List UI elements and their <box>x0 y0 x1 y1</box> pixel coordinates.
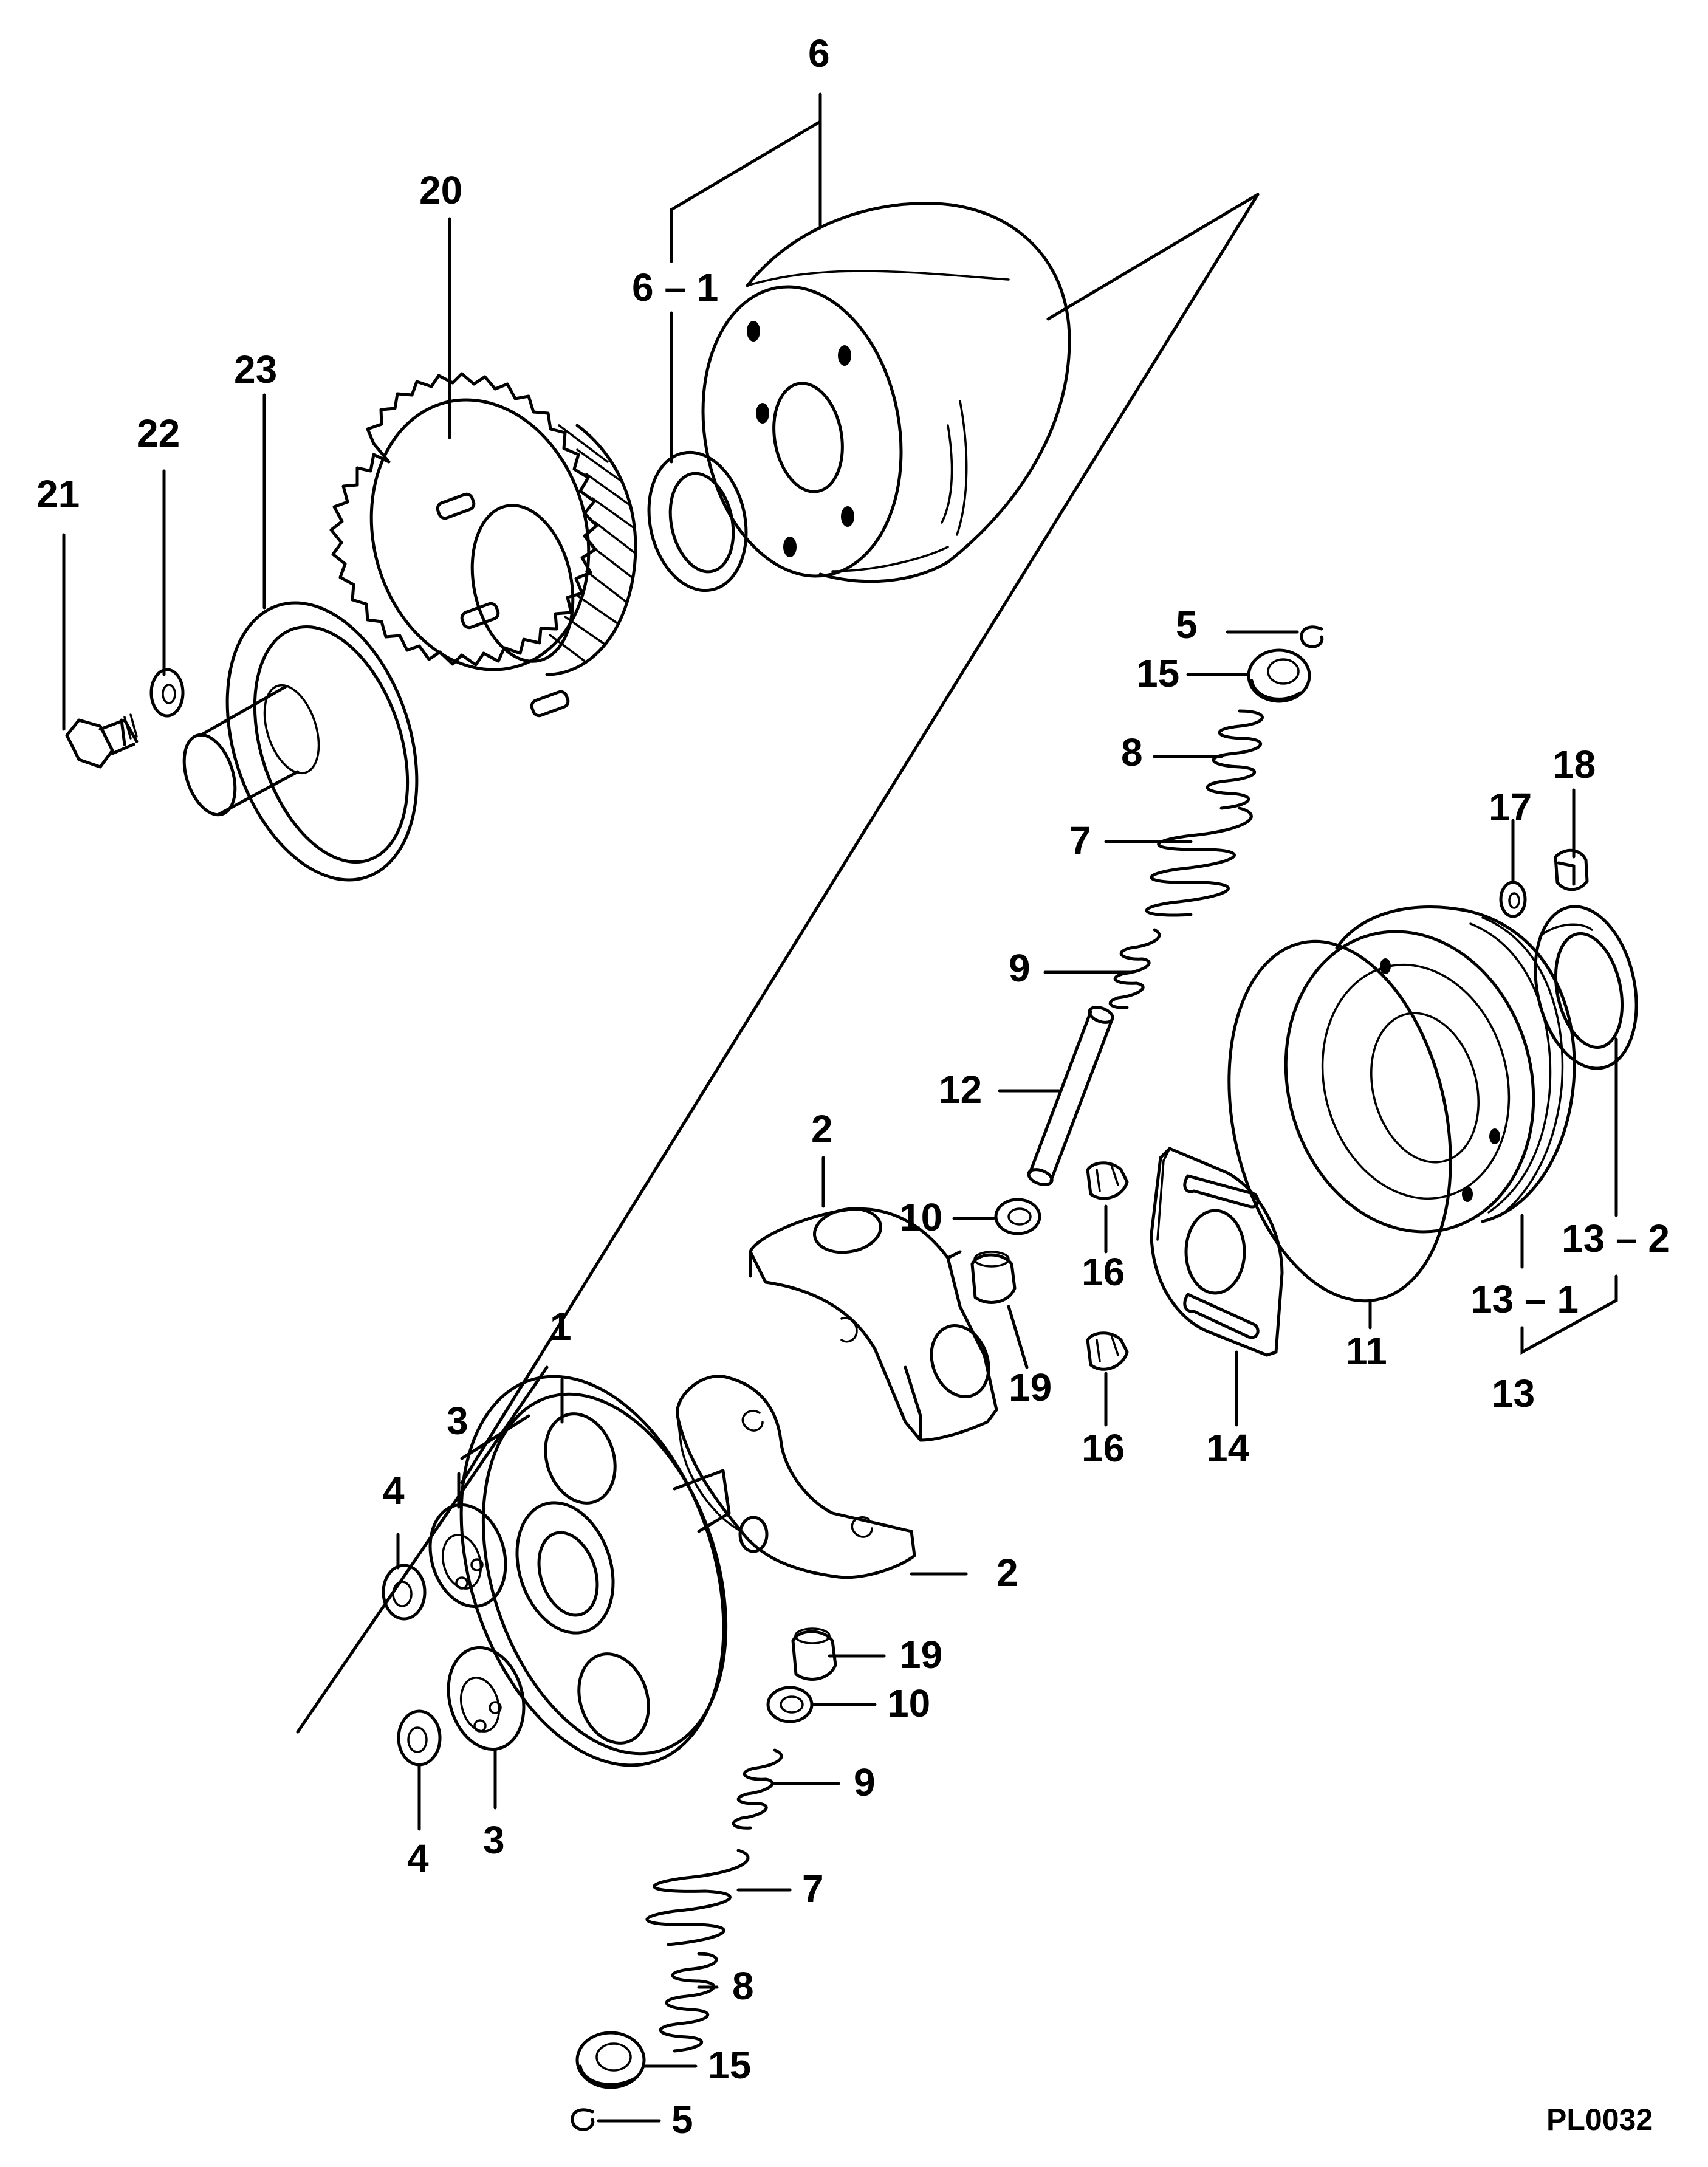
part-1-governor-holder <box>459 1375 731 1767</box>
part-15-spring-seat-top <box>1247 648 1311 703</box>
part-6-1-oil-seal <box>647 450 748 592</box>
callout-6-1: 6 – 1 <box>632 266 718 309</box>
callout-9-bottom: 9 <box>854 1760 876 1804</box>
callout-13-1: 13 – 1 <box>1470 1277 1579 1321</box>
figure-code: PL0032 <box>1546 2103 1653 2137</box>
callout-7-top: 7 <box>1069 819 1091 862</box>
part-20-helical-gear <box>329 372 637 718</box>
part-2-weight-top <box>749 1207 998 1442</box>
assembly-axis-lines <box>296 193 1260 1734</box>
part-5-circlip-top <box>1300 625 1324 648</box>
part-5-circlip-bottom <box>571 2108 595 2131</box>
callout-2-bottom: 2 <box>996 1551 1018 1595</box>
part-10-washer-bottom <box>766 1686 814 1723</box>
callout-13-2: 13 – 2 <box>1562 1217 1670 1260</box>
callout-21: 21 <box>36 472 80 516</box>
part-7-spring-bottom <box>645 1849 750 1946</box>
callout-16-b: 16 <box>1082 1426 1125 1470</box>
part-16-plug-a <box>1086 1161 1129 1200</box>
part-23-hub-shaft <box>182 601 419 882</box>
part-8-spring-bottom <box>659 1952 718 2053</box>
part-13-1-housing <box>1284 905 1576 1234</box>
callout-labels: 6 6 – 1 20 23 22 21 5 15 8 18 17 7 9 12 … <box>36 32 1670 2141</box>
part-17-washer <box>1499 881 1527 918</box>
part-4-bush-top <box>382 1564 427 1621</box>
leader-lines <box>62 92 1618 2123</box>
part-21-bolt <box>65 713 139 769</box>
part-22-washer <box>149 668 185 718</box>
part-12-pin <box>1027 1006 1114 1186</box>
part-14-plate <box>1150 1147 1284 1357</box>
part-9-small-spring-bottom <box>732 1748 783 1830</box>
callout-23: 23 <box>234 348 277 391</box>
part-10-washer-top <box>994 1198 1041 1235</box>
part-19-plug-bottom <box>791 1627 837 1681</box>
callout-20: 20 <box>419 168 462 212</box>
callout-9-top: 9 <box>1009 946 1031 990</box>
part-7-spring-top <box>1145 806 1253 917</box>
callout-10-top: 10 <box>899 1195 942 1239</box>
callout-19-top: 19 <box>1009 1365 1052 1409</box>
part-3-weight-bottom <box>447 1646 526 1751</box>
part-2-weight-bottom <box>676 1375 916 1579</box>
callout-11: 11 <box>1346 1329 1387 1373</box>
part-15-spring-seat-bottom <box>575 2031 646 2089</box>
part-3-weight-top <box>428 1503 507 1609</box>
part-16-plug-b <box>1086 1331 1129 1371</box>
callout-3-top: 3 <box>447 1399 468 1443</box>
callout-7-bottom: 7 <box>802 1867 824 1911</box>
callout-18: 18 <box>1552 743 1596 786</box>
callout-12: 12 <box>939 1068 982 1111</box>
callout-1: 1 <box>550 1305 572 1348</box>
callout-16-a: 16 <box>1082 1250 1125 1294</box>
callout-15-top: 15 <box>1136 651 1179 695</box>
callout-22: 22 <box>137 411 180 455</box>
callout-4-top: 4 <box>383 1469 405 1513</box>
callout-4-bottom: 4 <box>407 1836 429 1880</box>
callout-3-bottom: 3 <box>483 1818 505 1862</box>
part-8-spring-top <box>1206 709 1264 810</box>
callout-10-bottom: 10 <box>887 1681 930 1725</box>
callout-5-bottom: 5 <box>671 2098 693 2141</box>
callout-19-bottom: 19 <box>899 1633 942 1677</box>
callout-15-bottom: 15 <box>708 2043 751 2087</box>
callout-8-top: 8 <box>1121 730 1143 774</box>
callout-13: 13 <box>1492 1372 1535 1415</box>
callout-2-top: 2 <box>811 1107 833 1151</box>
part-4-bush-bottom <box>397 1709 442 1767</box>
callout-14: 14 <box>1206 1426 1250 1470</box>
part-9-small-spring-top <box>1108 928 1161 1009</box>
callout-6: 6 <box>808 32 830 75</box>
callout-17: 17 <box>1489 785 1532 829</box>
callout-8-bottom: 8 <box>732 1964 754 2008</box>
callout-5-top: 5 <box>1176 603 1198 647</box>
part-13-2-oil-seal <box>1534 905 1638 1070</box>
part-19-plug-top <box>970 1251 1017 1304</box>
part-18-plug-bolt <box>1554 848 1589 891</box>
part-11-o-ring <box>1227 939 1452 1303</box>
part-6-cover-drum <box>701 202 1071 583</box>
